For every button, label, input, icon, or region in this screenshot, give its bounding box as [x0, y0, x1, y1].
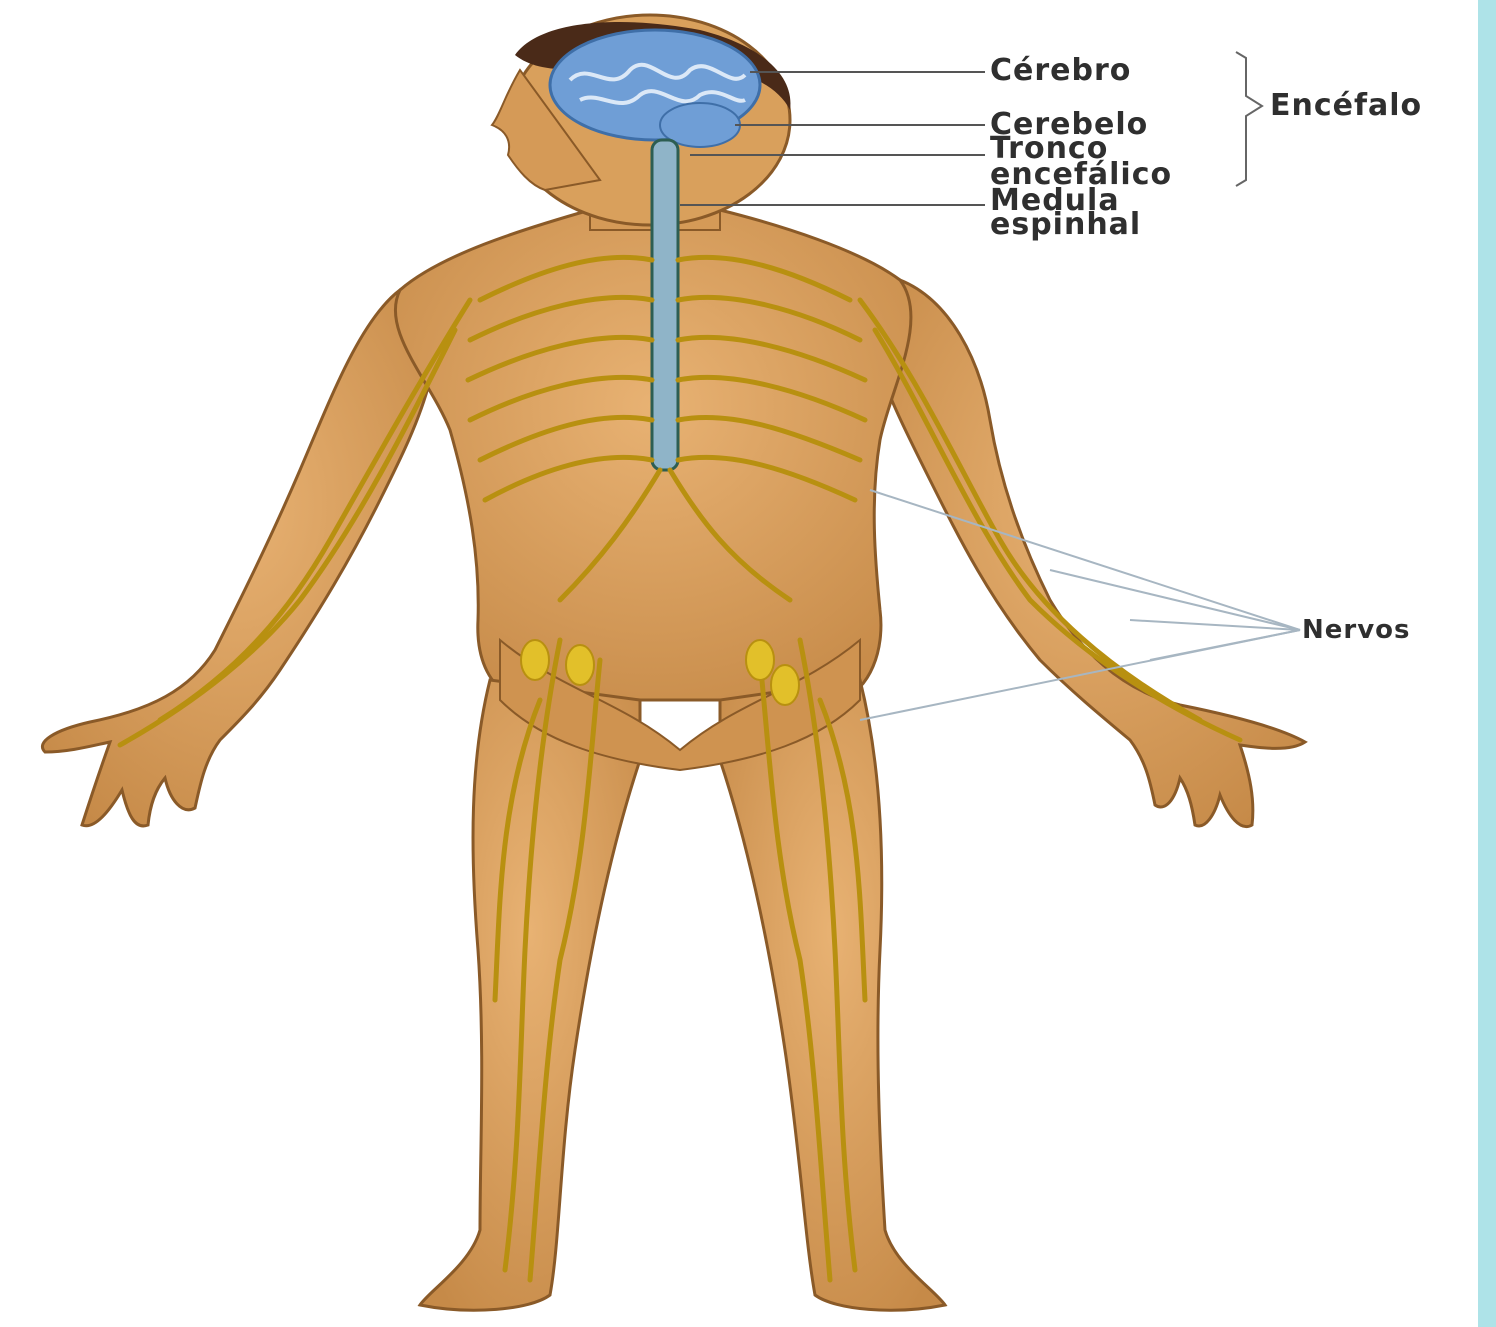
- label-nervos: Nervos: [1302, 616, 1411, 644]
- encefalo-bracket: [1236, 52, 1262, 186]
- left-arm: [42, 290, 430, 826]
- right-leg: [720, 680, 945, 1310]
- spinal-cord: [652, 140, 678, 470]
- side-accent-bar: [1478, 0, 1496, 1327]
- left-leg: [420, 680, 640, 1310]
- right-arm: [880, 280, 1305, 827]
- label-medula-line2: espinhal: [990, 212, 1141, 237]
- label-encefalo: Encéfalo: [1270, 92, 1422, 120]
- label-cerebro: Cérebro: [990, 57, 1131, 85]
